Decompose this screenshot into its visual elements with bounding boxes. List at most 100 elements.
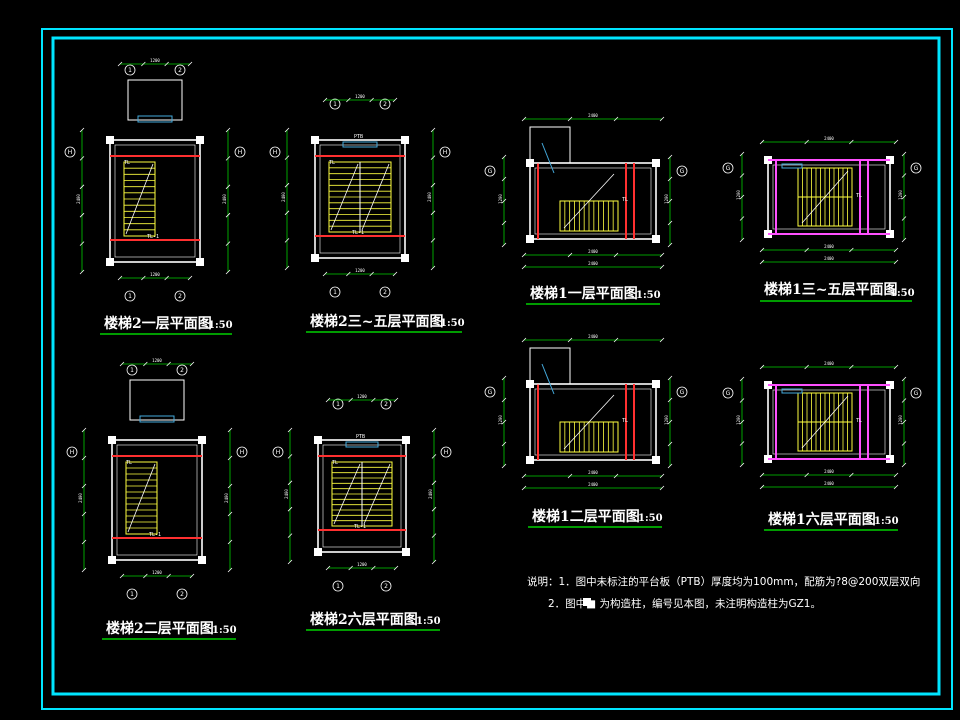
column	[526, 456, 534, 464]
window	[781, 388, 803, 394]
dim-tick	[739, 194, 745, 200]
dim-tick	[667, 176, 673, 182]
dim-tick	[667, 397, 673, 403]
dim-tick	[804, 364, 809, 370]
dim-tick	[501, 397, 507, 403]
ptb-label: PTB	[354, 134, 363, 140]
beam-label: TL	[329, 160, 335, 166]
dim-tick	[225, 127, 231, 133]
axis-bubble	[272, 446, 284, 458]
dim-value: 1200	[150, 58, 160, 63]
dim-tick	[325, 397, 331, 403]
dim-value: 1200	[152, 570, 162, 575]
dim-tick	[893, 247, 899, 253]
axis-bubble	[379, 286, 391, 298]
axis-bubble	[332, 398, 344, 410]
column	[401, 136, 409, 144]
dim-tick	[613, 473, 619, 479]
plan-title-4: 楼梯1三~五层平面图 1:50	[760, 281, 915, 302]
column	[106, 258, 114, 266]
dim-tick	[81, 455, 87, 461]
dim-value: 2400	[78, 493, 83, 503]
dim-value: 1200	[664, 194, 669, 204]
axis-bubble	[124, 290, 136, 302]
axis-bubble	[332, 580, 344, 592]
plan-title-8: 楼梯1六层平面图 1:50	[764, 511, 899, 531]
dim-value: 2400	[824, 244, 834, 249]
dim-tick	[81, 483, 87, 489]
dim-tick	[431, 427, 437, 433]
dim-tick	[667, 463, 673, 469]
dim-tick	[739, 462, 745, 468]
svg-text:1:50: 1:50	[440, 318, 465, 329]
axis-bubble	[380, 580, 392, 592]
column	[401, 254, 409, 262]
column	[198, 436, 206, 444]
column	[108, 556, 116, 564]
dim-tick	[739, 398, 745, 403]
axis-bubble	[124, 64, 136, 76]
dim-tick	[501, 242, 507, 248]
axis-label: H	[443, 149, 448, 156]
note-line-1: 说明：1．图中未标注的平台板（PTB）厚度均为100mm，配筋为?8@200双层…	[527, 575, 920, 588]
axis-bubble	[174, 290, 186, 302]
dim-tick	[659, 116, 665, 122]
svg-text:1:50: 1:50	[208, 320, 233, 331]
dim-tick	[567, 337, 573, 343]
axis-bubble	[910, 162, 922, 174]
dim-tick	[141, 61, 146, 67]
axis-bubble	[484, 386, 496, 398]
dim-tick	[901, 216, 907, 221]
dim-tick	[287, 506, 293, 512]
beam-label: TL	[622, 197, 628, 203]
axis-label: G	[914, 390, 919, 397]
dim-tick	[346, 271, 351, 277]
dim-tick	[667, 198, 673, 204]
stair-break-line	[363, 463, 391, 525]
dim-tick	[79, 241, 85, 246]
dim-tick	[369, 97, 374, 103]
dim-value: 2400	[76, 194, 81, 204]
dim-tick	[901, 398, 907, 403]
beam-label: TL	[856, 418, 862, 424]
dim-tick	[901, 194, 907, 200]
axis-label: H	[70, 449, 75, 456]
axis-bubble	[676, 386, 688, 398]
dim-tick	[567, 473, 573, 479]
axis-label: 1	[333, 289, 337, 296]
column-legend-icon	[583, 598, 591, 606]
wall-inner	[116, 444, 198, 556]
beam-label: TL-1	[354, 524, 366, 530]
axis-bubble	[722, 162, 734, 174]
axis-bubble	[234, 146, 246, 158]
svg-text:楼梯1三~五层平面图: 楼梯1三~五层平面图	[764, 281, 897, 298]
dim-tick	[804, 472, 809, 478]
dim-value: 2400	[824, 136, 834, 141]
axis-label: H	[276, 449, 281, 456]
dim-tick	[189, 573, 195, 579]
wall-inner	[319, 144, 401, 254]
axis-label: 1	[333, 101, 337, 108]
axis-bubble	[379, 98, 391, 110]
axis-bubble	[910, 387, 922, 399]
dim-tick	[501, 176, 507, 182]
dim-tick	[119, 573, 125, 579]
axis-label: 1	[128, 67, 132, 74]
dim-tick	[284, 265, 290, 271]
dim-tick	[849, 364, 854, 370]
dim-tick	[739, 419, 745, 425]
axis-label: 2	[180, 591, 184, 598]
stair-break-line	[801, 395, 849, 449]
axis-bubble	[380, 398, 392, 410]
dim-tick	[739, 237, 745, 243]
dim-tick	[79, 212, 85, 218]
dim-value: 2400	[588, 482, 598, 487]
dim-tick	[81, 427, 87, 433]
dim-tick	[287, 480, 293, 486]
axis-label: G	[914, 165, 919, 172]
general-notes: 说明：1．图中未标注的平台板（PTB）厚度均为100mm，配筋为?8@200双层…	[527, 575, 920, 610]
axis-bubble	[236, 446, 248, 458]
